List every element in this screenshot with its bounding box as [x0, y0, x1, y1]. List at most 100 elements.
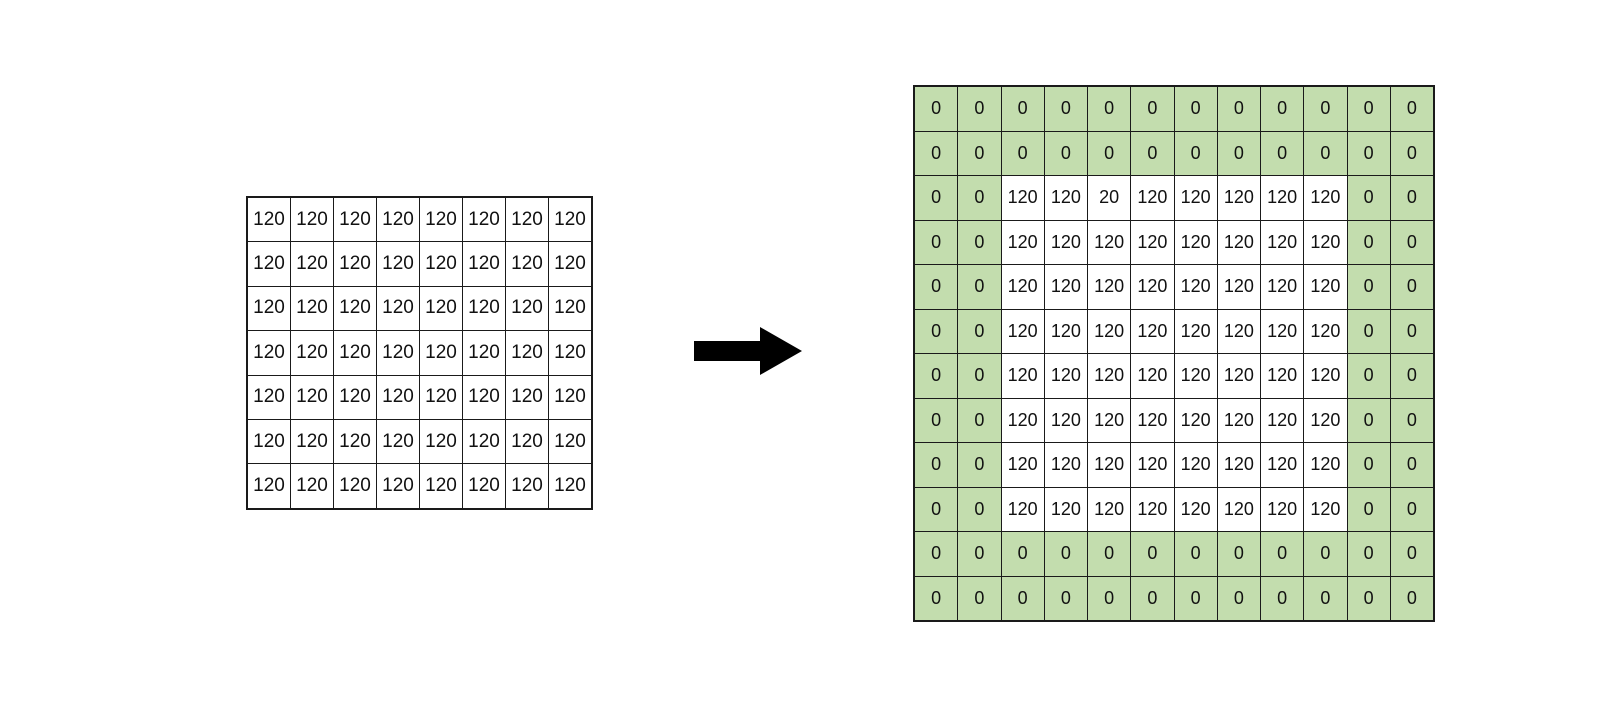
matrix-cell: 0 [1389, 219, 1435, 265]
matrix-cell: 120 [333, 196, 377, 243]
matrix-cell: 120 [505, 330, 549, 376]
matrix-cell: 0 [1086, 575, 1132, 622]
matrix-cell: 20 [1086, 175, 1132, 221]
matrix-cell: 0 [1259, 130, 1305, 176]
matrix-cell: 0 [1216, 85, 1262, 132]
matrix-cell: 120 [1259, 397, 1305, 443]
matrix-cell: 0 [1303, 85, 1348, 132]
matrix-cell: 120 [246, 196, 291, 243]
matrix-cell: 0 [1303, 531, 1348, 577]
matrix-cell: 120 [246, 241, 291, 287]
matrix-cell: 0 [1043, 531, 1089, 577]
matrix-cell: 120 [1259, 353, 1305, 399]
matrix-cell: 0 [913, 264, 959, 310]
matrix-cell: 120 [1216, 397, 1262, 443]
matrix-cell: 120 [1259, 219, 1305, 265]
matrix-cell: 0 [1259, 575, 1305, 622]
matrix-cell: 120 [1130, 175, 1175, 221]
matrix-cell: 120 [246, 418, 291, 465]
matrix-cell: 0 [1303, 130, 1348, 176]
matrix-cell: 120 [1000, 397, 1045, 443]
matrix-cell: 120 [290, 463, 334, 510]
matrix-cell: 120 [1086, 219, 1132, 265]
matrix-cell: 120 [1130, 442, 1175, 488]
matrix-cell: 0 [1216, 575, 1262, 622]
matrix-cell: 120 [376, 463, 420, 510]
matrix-cell: 0 [1346, 175, 1391, 221]
matrix-cell: 120 [1043, 219, 1089, 265]
matrix-cell: 120 [376, 285, 420, 332]
matrix-cell: 120 [1130, 486, 1175, 532]
matrix-cell: 120 [548, 463, 593, 510]
matrix-cell: 120 [1130, 219, 1175, 265]
matrix-cell: 120 [462, 330, 506, 376]
matrix-cell: 120 [1043, 308, 1089, 354]
matrix-cell: 0 [1389, 308, 1435, 354]
matrix-cell: 0 [1216, 531, 1262, 577]
matrix-cell: 120 [419, 285, 463, 332]
matrix-cell: 120 [246, 330, 291, 376]
matrix-cell: 0 [957, 442, 1002, 488]
matrix-cell: 120 [462, 463, 506, 510]
matrix-cell: 120 [505, 374, 549, 420]
matrix-cell: 120 [1259, 442, 1305, 488]
matrix-cell: 120 [333, 241, 377, 287]
matrix-cell: 120 [1130, 353, 1175, 399]
matrix-cell: 0 [1346, 130, 1391, 176]
matrix-cell: 120 [376, 241, 420, 287]
matrix-cell: 120 [1216, 175, 1262, 221]
matrix-cell: 120 [462, 374, 506, 420]
matrix-cell: 120 [333, 330, 377, 376]
matrix-cell: 120 [1086, 397, 1132, 443]
matrix-cell: 120 [246, 374, 291, 420]
matrix-cell: 0 [1130, 85, 1175, 132]
matrix-cell: 0 [913, 85, 959, 132]
matrix-cell: 120 [505, 418, 549, 465]
matrix-cell: 120 [333, 418, 377, 465]
matrix-cell: 120 [246, 463, 291, 510]
matrix-cell: 120 [505, 196, 549, 243]
matrix-cell: 0 [1346, 353, 1391, 399]
matrix-cell: 120 [1043, 397, 1089, 443]
matrix-cell: 120 [1303, 486, 1348, 532]
matrix-cell: 120 [1216, 308, 1262, 354]
matrix-cell: 120 [548, 418, 593, 465]
matrix-cell: 120 [376, 418, 420, 465]
matrix-cell: 0 [957, 531, 1002, 577]
matrix-cell: 120 [462, 418, 506, 465]
matrix-cell: 120 [290, 374, 334, 420]
matrix-cell: 0 [1000, 531, 1045, 577]
matrix-cell: 120 [1130, 308, 1175, 354]
matrix-cell: 120 [1000, 308, 1045, 354]
matrix-cell: 120 [1216, 219, 1262, 265]
matrix-cell: 0 [913, 575, 959, 622]
matrix-cell: 0 [957, 397, 1002, 443]
matrix-cell: 0 [1130, 130, 1175, 176]
matrix-cell: 120 [290, 241, 334, 287]
matrix-cell: 120 [419, 463, 463, 510]
matrix-cell: 120 [419, 241, 463, 287]
matrix-cell: 0 [913, 397, 959, 443]
matrix-cell: 0 [1000, 575, 1045, 622]
matrix-cell: 120 [333, 374, 377, 420]
matrix-cell: 120 [1216, 353, 1262, 399]
matrix-cell: 120 [1303, 397, 1348, 443]
matrix-cell: 0 [1259, 531, 1305, 577]
matrix-cell: 0 [1043, 85, 1089, 132]
matrix-cell: 120 [548, 285, 593, 332]
matrix-cell: 120 [1303, 175, 1348, 221]
matrix-cell: 0 [1389, 442, 1435, 488]
matrix-cell: 120 [419, 374, 463, 420]
matrix-cell: 0 [913, 130, 959, 176]
matrix-cell: 0 [1346, 486, 1391, 532]
matrix-cell: 120 [1000, 353, 1045, 399]
